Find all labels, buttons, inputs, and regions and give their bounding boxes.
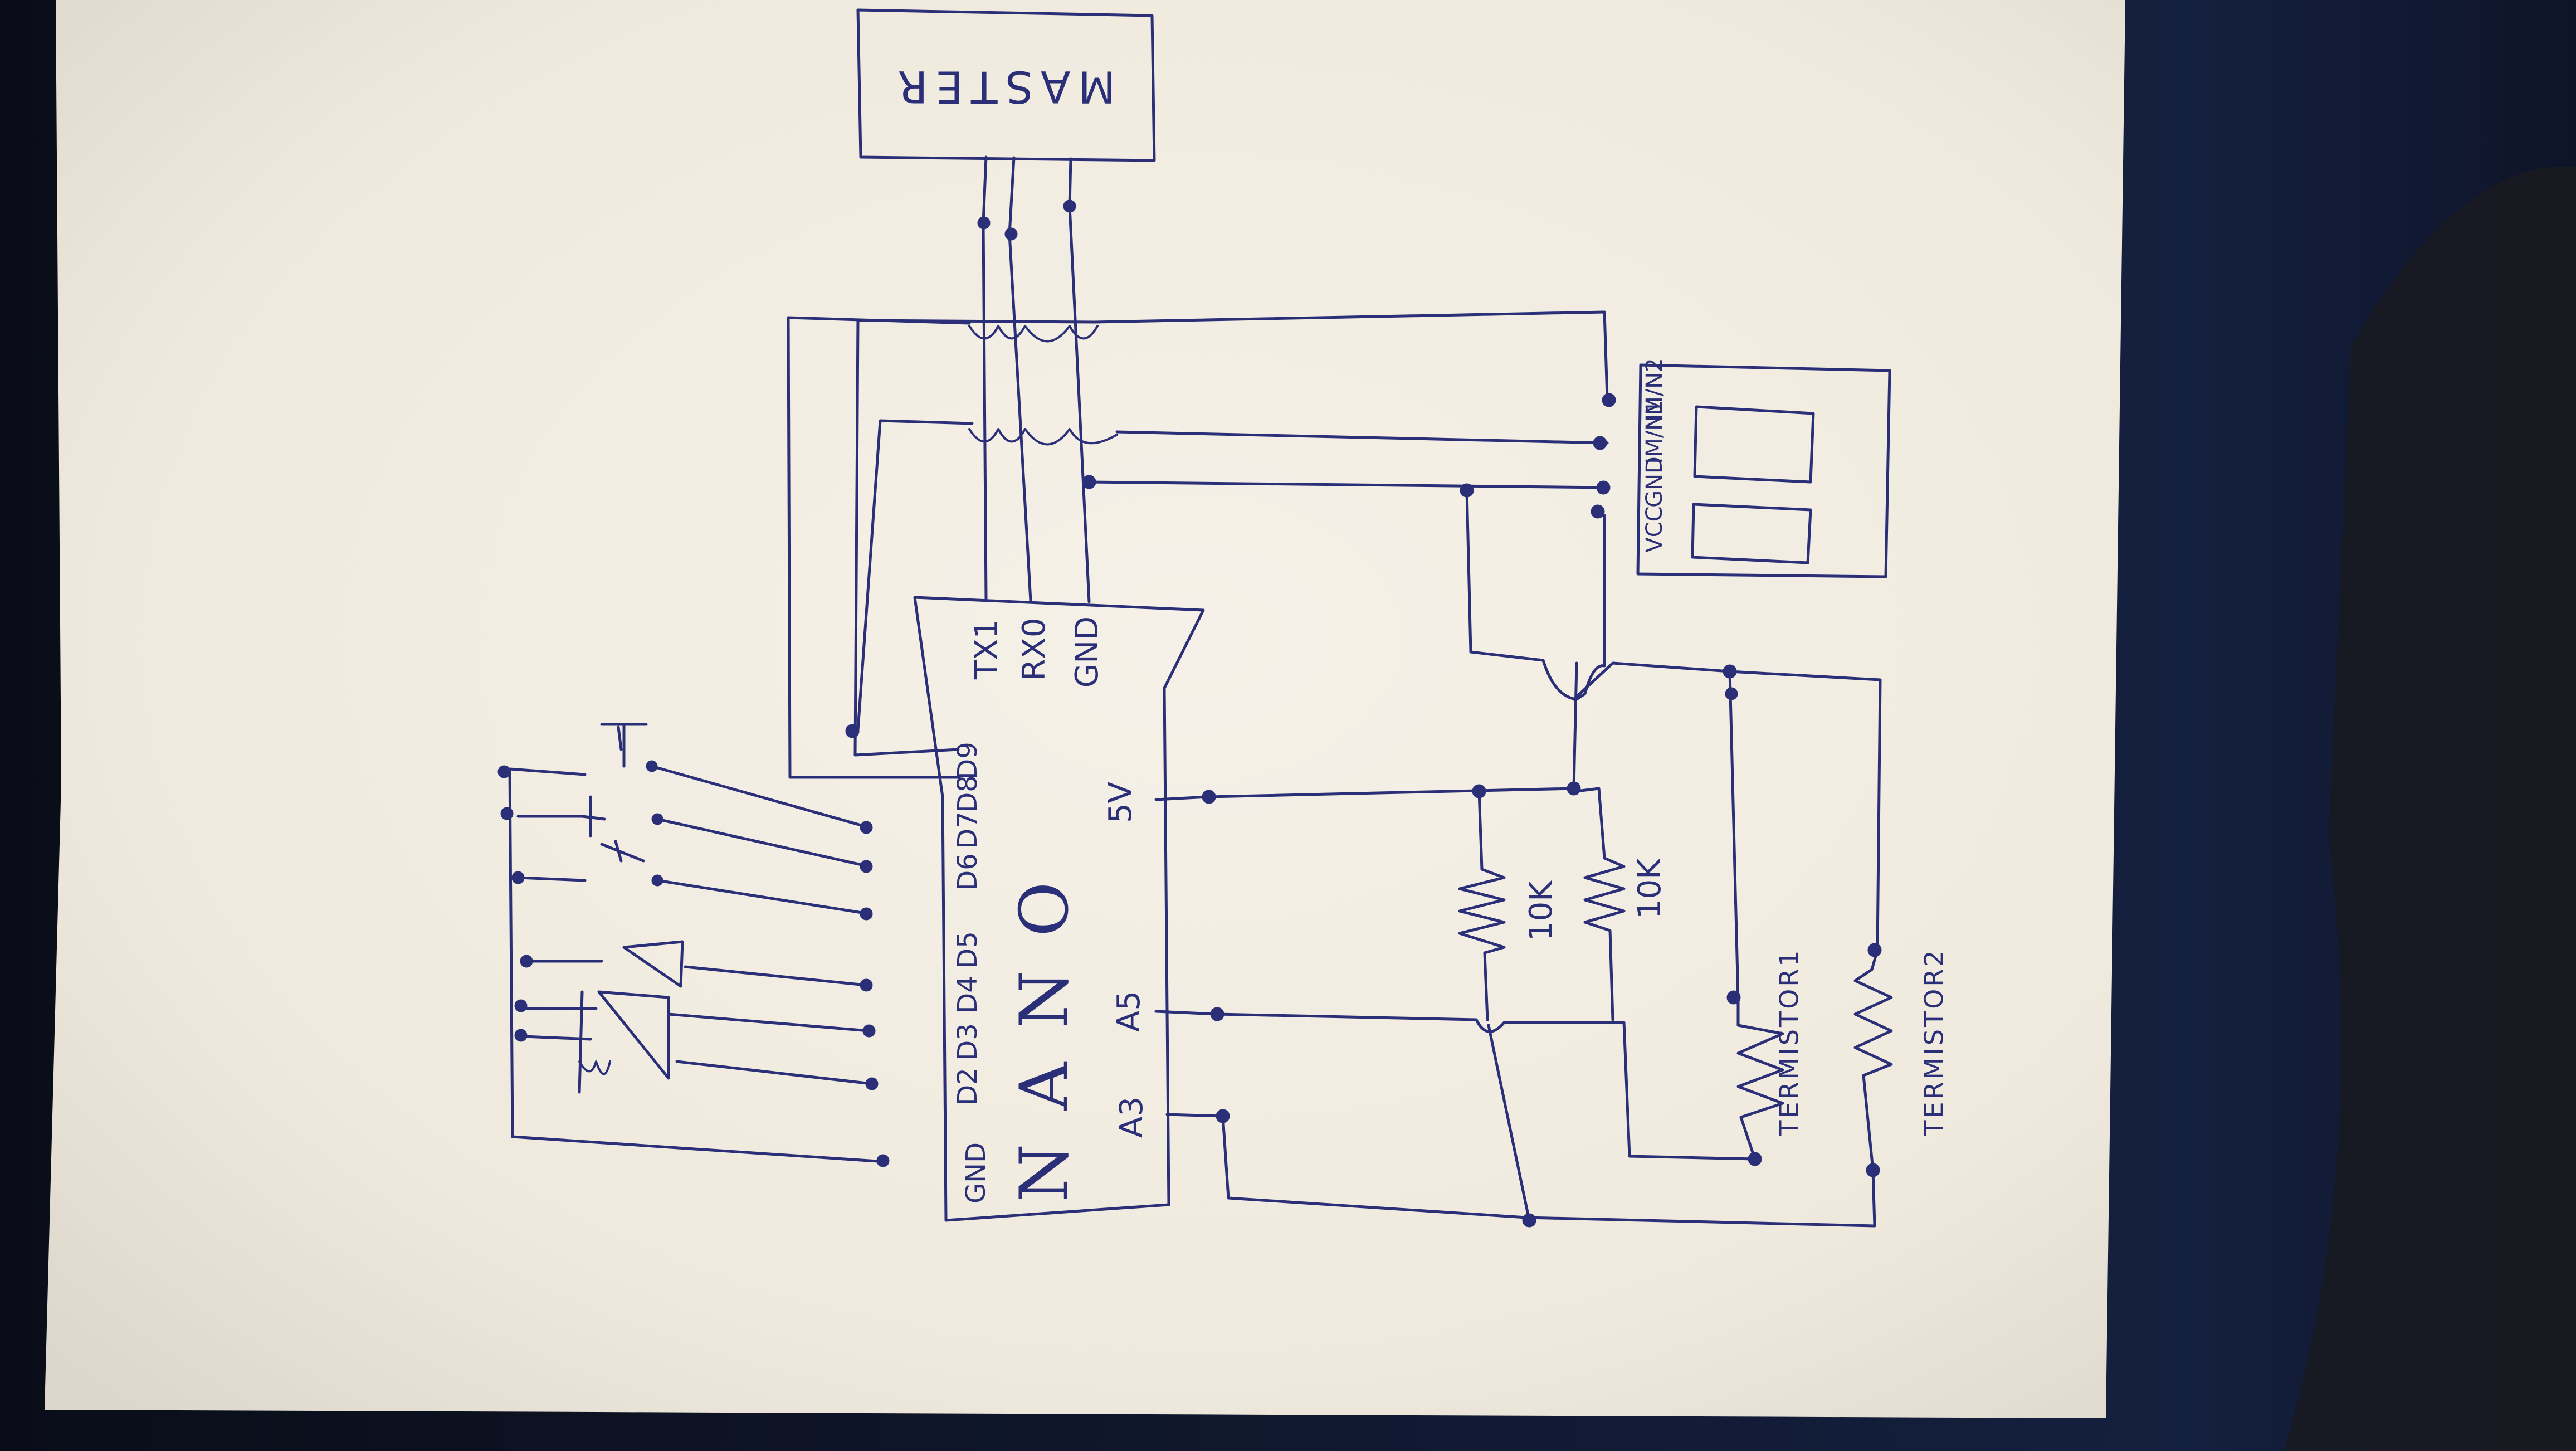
master-box	[856, 8, 1156, 162]
display-window-bottom	[1691, 503, 1812, 564]
junction-switch-b	[651, 813, 663, 825]
junction-a5-nano	[1210, 1007, 1224, 1021]
junction-switch-a	[646, 760, 658, 772]
wire-d4-led	[519, 1007, 871, 1033]
nano-pin-rx0: RX0	[1016, 618, 1052, 681]
junction-left-1	[497, 765, 511, 778]
hop-lower-row	[968, 428, 1118, 446]
resistor-1	[1458, 790, 1531, 1222]
thermistor-1	[1736, 999, 1784, 1161]
thermistor-2	[1853, 948, 1893, 1228]
junction-therm2-top	[1867, 943, 1882, 957]
wire-d8-to-imn1	[787, 316, 1609, 779]
junction-vcc-bus	[1460, 483, 1474, 498]
thermistor-1-label: TERMISTOR1	[1774, 948, 1804, 1136]
junction-therm2-bottom	[1866, 1163, 1880, 1177]
thermistor-2-label: TERMISTOR2	[1919, 948, 1949, 1136]
junction-rx0-top	[1004, 227, 1018, 241]
display-pin-imn2: IM/N2	[1642, 358, 1667, 422]
led-coil	[578, 1060, 611, 1075]
junction-switch-c	[651, 874, 663, 887]
junction-left-6	[514, 1029, 528, 1042]
junction-nano-d4	[862, 1024, 876, 1038]
nano-pin-a3: A3	[1114, 1097, 1150, 1138]
junction-nano-gnd	[876, 1154, 890, 1167]
switch-d6	[516, 795, 871, 868]
junction-left-2	[500, 807, 514, 820]
junction-5v-res2	[1567, 781, 1581, 796]
display-module: VCC GND IM/N1 IM/N2	[1636, 358, 1891, 578]
wire-gnd-to-display	[1087, 480, 1609, 489]
junction-5v-nano	[1202, 790, 1216, 804]
junction-left-5	[514, 999, 528, 1012]
nano-pin-d7a: D7	[952, 811, 983, 849]
junction-therm1-top	[1726, 990, 1741, 1005]
junction-nano-d7	[860, 821, 873, 834]
switch-d7	[600, 723, 871, 829]
switch-d5a	[516, 840, 871, 916]
junction-vcc-display	[1591, 504, 1605, 519]
junction-left-3	[511, 871, 525, 884]
nano-pin-d8: D8	[952, 775, 983, 813]
nano-board: NANO TX1 RX0 GND D9 D8 D7 D6 D5 D4 D3 D2…	[913, 596, 1205, 1222]
hop-upper-row	[968, 325, 1099, 343]
junction-gnd-bus	[1082, 475, 1096, 489]
nano-pin-d2: D2	[952, 1068, 983, 1106]
junction-imn2	[1602, 393, 1616, 407]
display-pin-vcc: VCC	[1642, 506, 1667, 552]
junction-d9	[845, 724, 860, 738]
wire-d5-led	[522, 960, 868, 987]
master-module: MASTER	[856, 8, 1156, 162]
junction-tx1-top	[977, 216, 991, 230]
resistor-1-label: 10K	[1523, 880, 1559, 941]
input-components	[497, 723, 890, 1167]
led-triangle-top	[622, 940, 684, 988]
display-window-top	[1693, 405, 1815, 484]
wire-gnd-rail	[508, 767, 887, 1163]
display-pin-gnd: GND	[1642, 456, 1667, 508]
nano-pin-d3: D3	[952, 1023, 983, 1061]
analog-section: 10K 10K TERMISTOR1 TERMISTOR2	[1154, 661, 1949, 1228]
nano-pin-a5: A5	[1111, 991, 1147, 1032]
nano-outline	[913, 596, 1205, 1222]
junction-gnd-top	[1063, 199, 1076, 213]
junction-left-4	[520, 955, 533, 968]
wire-d8-loop	[856, 419, 974, 732]
nano-pin-d5: D5	[952, 931, 983, 969]
led-triangle-bottom	[578, 990, 670, 1094]
junction-therm-mid	[1725, 687, 1738, 700]
nano-pin-5v: 5V	[1102, 782, 1139, 823]
serial-wires	[968, 155, 1118, 603]
display-box	[1636, 363, 1891, 578]
nano-pin-tx1: TX1	[969, 619, 1005, 680]
master-label: MASTER	[890, 61, 1115, 111]
junction-a3-res1	[1522, 1213, 1536, 1228]
wire-5v-rail	[1154, 661, 1578, 801]
nano-pin-d6: D6	[952, 853, 983, 891]
junction-5v-res1	[1472, 784, 1486, 798]
junction-nano-d5a	[860, 907, 873, 921]
dark-cloth-shadow	[2284, 166, 2576, 1451]
junction-imn1	[1593, 436, 1607, 450]
display-pin-imn1: IM/N1	[1642, 400, 1667, 464]
junction-gnd-display	[1596, 480, 1611, 495]
resistor-2	[1575, 787, 1626, 1021]
junction-therm1-bottom	[1748, 1152, 1762, 1166]
paper-sheet	[45, 0, 2125, 1418]
resistor-2-label: 10K	[1632, 858, 1668, 919]
nano-pin-d9: D9	[952, 742, 983, 780]
wire-d3-led	[522, 1035, 874, 1085]
wire-a3	[1165, 1113, 1876, 1228]
junction-therm-top	[1723, 664, 1737, 679]
nano-title: NANO	[1006, 848, 1084, 1202]
junction-nano-d5	[860, 978, 873, 992]
nano-pin-gnd-top: GND	[1069, 616, 1105, 688]
junction-nano-d6	[860, 860, 873, 873]
nano-pin-gnd-bottom: GND	[960, 1142, 992, 1204]
nano-pin-d4: D4	[952, 976, 983, 1014]
junction-a3-nano	[1216, 1109, 1230, 1123]
junction-nano-d3	[865, 1077, 879, 1090]
